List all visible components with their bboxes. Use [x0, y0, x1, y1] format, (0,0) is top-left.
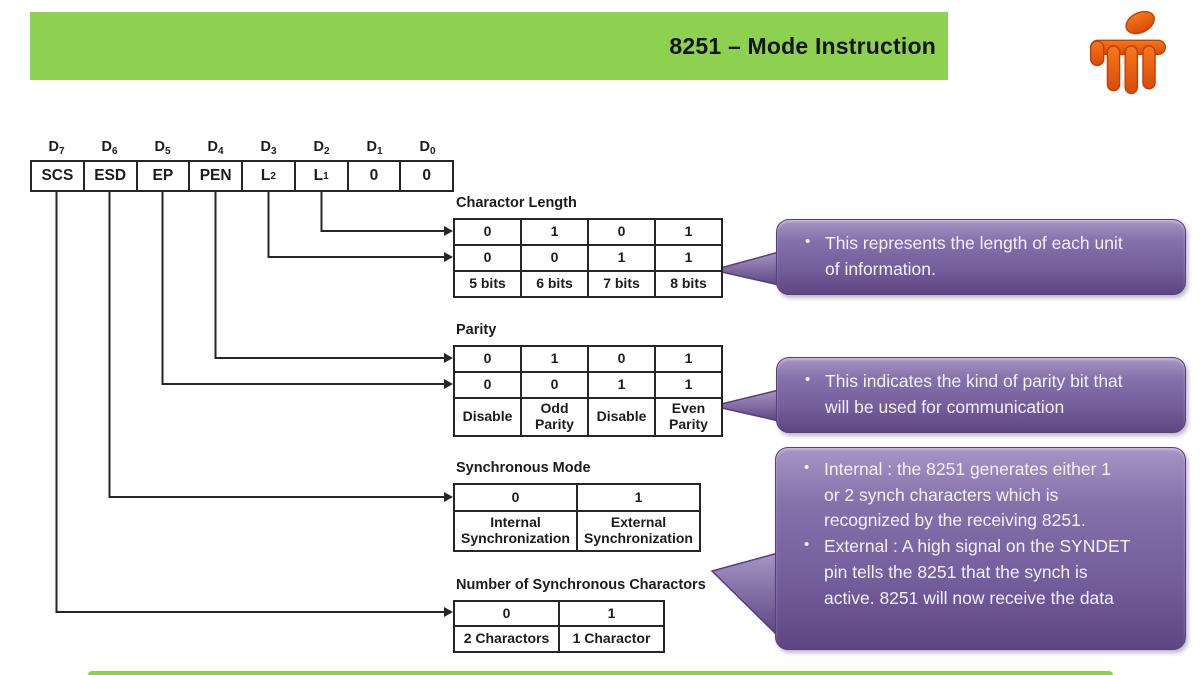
table-cell: Disable [587, 397, 656, 437]
register-cell-d1: 0 [349, 162, 402, 190]
table-cell: 1 [654, 371, 723, 399]
table-cell: 0 [587, 345, 656, 373]
sync-mode-table: 0 1 Internal Synchronization External Sy… [453, 483, 701, 552]
header-bar: 8251 – Mode Instruction [30, 12, 948, 80]
bit-label-d7: D7 [48, 139, 65, 157]
callout-tails [710, 251, 780, 638]
register-bit-labels: D7 D6 D5 D4 D3 D2 D1 D0 [30, 139, 454, 157]
callout-parity: This indicates the kind of parity bit th… [776, 357, 1186, 433]
table-cell: 1 [654, 244, 723, 272]
table-cell: 0 [520, 244, 589, 272]
table-cell: 0 [453, 600, 560, 627]
table-cell: 5 bits [453, 270, 522, 298]
footer-strip [88, 671, 1113, 675]
bit-label-d3: D3 [260, 139, 277, 157]
bit-label-d6: D6 [101, 139, 118, 157]
table-cell: 0 [520, 371, 589, 399]
table-cell: 1 [576, 483, 701, 512]
register-cell-esd: ESD [85, 162, 138, 190]
table-cell: 1 Charactor [558, 625, 665, 653]
bit-label-d2: D2 [313, 139, 330, 157]
table-cell: 0 [587, 218, 656, 246]
table-cell: Internal Synchronization [453, 510, 578, 552]
bullet-item: External : A high signal on the SYNDET p… [802, 534, 1131, 611]
table-cell: 1 [520, 345, 589, 373]
callout-char-length: This represents the length of each unit … [776, 219, 1186, 295]
table-cell: 1 [587, 244, 656, 272]
orange-figure-logo-icon [1089, 10, 1167, 95]
table-cell: 0 [453, 483, 578, 512]
table-cell: 0 [453, 371, 522, 399]
table-cell: 7 bits [587, 270, 656, 298]
table-cell: 1 [520, 218, 589, 246]
bullet-item: This indicates the kind of parity bit th… [803, 369, 1131, 420]
parity-table: 0 1 0 1 0 0 1 1 Disable Odd Parity Disab… [453, 345, 723, 437]
char-length-table: 0 1 0 1 0 0 1 1 5 bits 6 bits 7 bits 8 b… [453, 218, 723, 298]
bullet-item: This represents the length of each unit … [803, 231, 1131, 282]
table-cell: External Synchronization [576, 510, 701, 552]
register-cell-ep: EP [138, 162, 191, 190]
table-cell: 0 [453, 244, 522, 272]
table-cell: 1 [587, 371, 656, 399]
table-cell: 1 [558, 600, 665, 627]
parity-title: Parity [456, 322, 497, 338]
register-cell-scs: SCS [32, 162, 85, 190]
register-cell-d0: 0 [422, 167, 431, 184]
char-length-title: Charactor Length [456, 195, 577, 211]
sync-mode-title: Synchronous Mode [456, 460, 591, 476]
callout-synchronization: Internal : the 8251 generates either 1 o… [775, 447, 1186, 650]
table-cell: 1 [654, 345, 723, 373]
table-cell: 1 [654, 218, 723, 246]
table-cell: 6 bits [520, 270, 589, 298]
slide-title: 8251 – Mode Instruction [669, 33, 936, 59]
table-cell: Even Parity [654, 397, 723, 437]
bit-label-d5: D5 [154, 139, 171, 157]
sync-chars-title: Number of Synchronous Charactors [456, 577, 706, 593]
sync-chars-table: 0 1 2 Charactors 1 Charactor [453, 600, 665, 653]
table-cell: 0 [453, 218, 522, 246]
bit-label-d4: D4 [207, 139, 224, 157]
bit-label-d0: D0 [419, 139, 436, 157]
table-cell: 8 bits [654, 270, 723, 298]
bit-label-d1: D1 [366, 139, 383, 157]
register-cell-pen: PEN [190, 162, 243, 190]
table-cell: 2 Charactors [453, 625, 560, 653]
bullet-item: Internal : the 8251 generates either 1 o… [802, 457, 1131, 534]
table-cell: 0 [453, 345, 522, 373]
table-cell: Odd Parity [520, 397, 589, 437]
table-cell: Disable [453, 397, 522, 437]
